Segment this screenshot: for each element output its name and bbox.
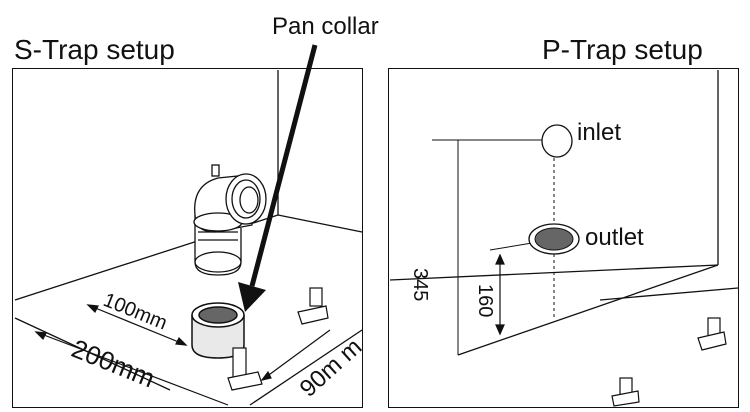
inlet-label: inlet (577, 119, 622, 146)
outlet-label: outlet (585, 224, 644, 251)
bracket-left-back (297, 287, 329, 325)
bracket-left-front (227, 347, 263, 391)
bracket-right-wall (697, 317, 727, 351)
p-trap-dimensions (495, 253, 505, 336)
s-trap-room (14, 70, 363, 406)
s-trap-dimensions (34, 304, 331, 406)
s-trap-title: S-Trap setup (14, 34, 175, 65)
pan-collar-elbow (193, 164, 267, 276)
bracket-right-floor (611, 377, 640, 407)
outlet-marker (528, 223, 580, 255)
pan-collar-floor (191, 302, 245, 359)
pan-collar-label: Pan collar (272, 13, 379, 40)
p-trap-title: P-Trap setup (542, 34, 703, 65)
p-trap-room (389, 70, 739, 356)
s-trap-panel (12, 68, 363, 408)
p-trap-panel (388, 68, 739, 408)
dim-345: 345 (409, 268, 431, 302)
pan-collar-arrow (238, 44, 318, 312)
dim-160: 160 (474, 284, 496, 318)
inlet-marker (541, 124, 573, 158)
